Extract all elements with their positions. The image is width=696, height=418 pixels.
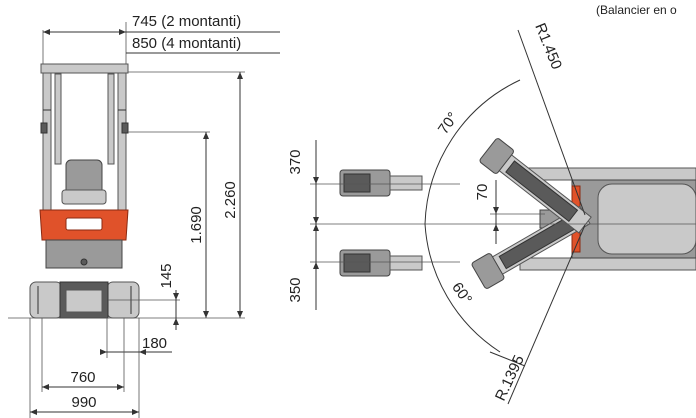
front-view-machine xyxy=(29,63,140,319)
front-view-dimensions: 745 (2 montanti) 850 (4 montanti) 2.260 … xyxy=(8,13,280,418)
dim-swing-right: 60° xyxy=(448,279,475,307)
dim-overall-width: 990 xyxy=(71,394,96,411)
dim-width-4-posts: 850 (4 montanti) xyxy=(132,35,241,52)
dim-radius-upper: R1.450 xyxy=(531,21,565,72)
dim-track-gauge: 760 xyxy=(70,369,95,386)
dim-track-width: 180 xyxy=(142,335,167,352)
dim-offset-left: 370 xyxy=(287,149,304,174)
dim-swing-left: 70° xyxy=(435,109,462,137)
dim-height-body: 1.690 xyxy=(188,206,205,244)
dim-height-total: 2.260 xyxy=(222,181,239,219)
top-view-machine xyxy=(339,138,696,289)
dim-ground-clearance: 145 xyxy=(158,263,175,288)
dim-offset-right: 350 xyxy=(287,277,304,302)
dim-radius-lower: R.1395 xyxy=(492,353,528,404)
dim-width-2-posts: 745 (2 montanti) xyxy=(132,13,241,30)
dim-boom-offset: 70 xyxy=(474,184,491,201)
header-note: (Balancier en o xyxy=(596,3,677,17)
